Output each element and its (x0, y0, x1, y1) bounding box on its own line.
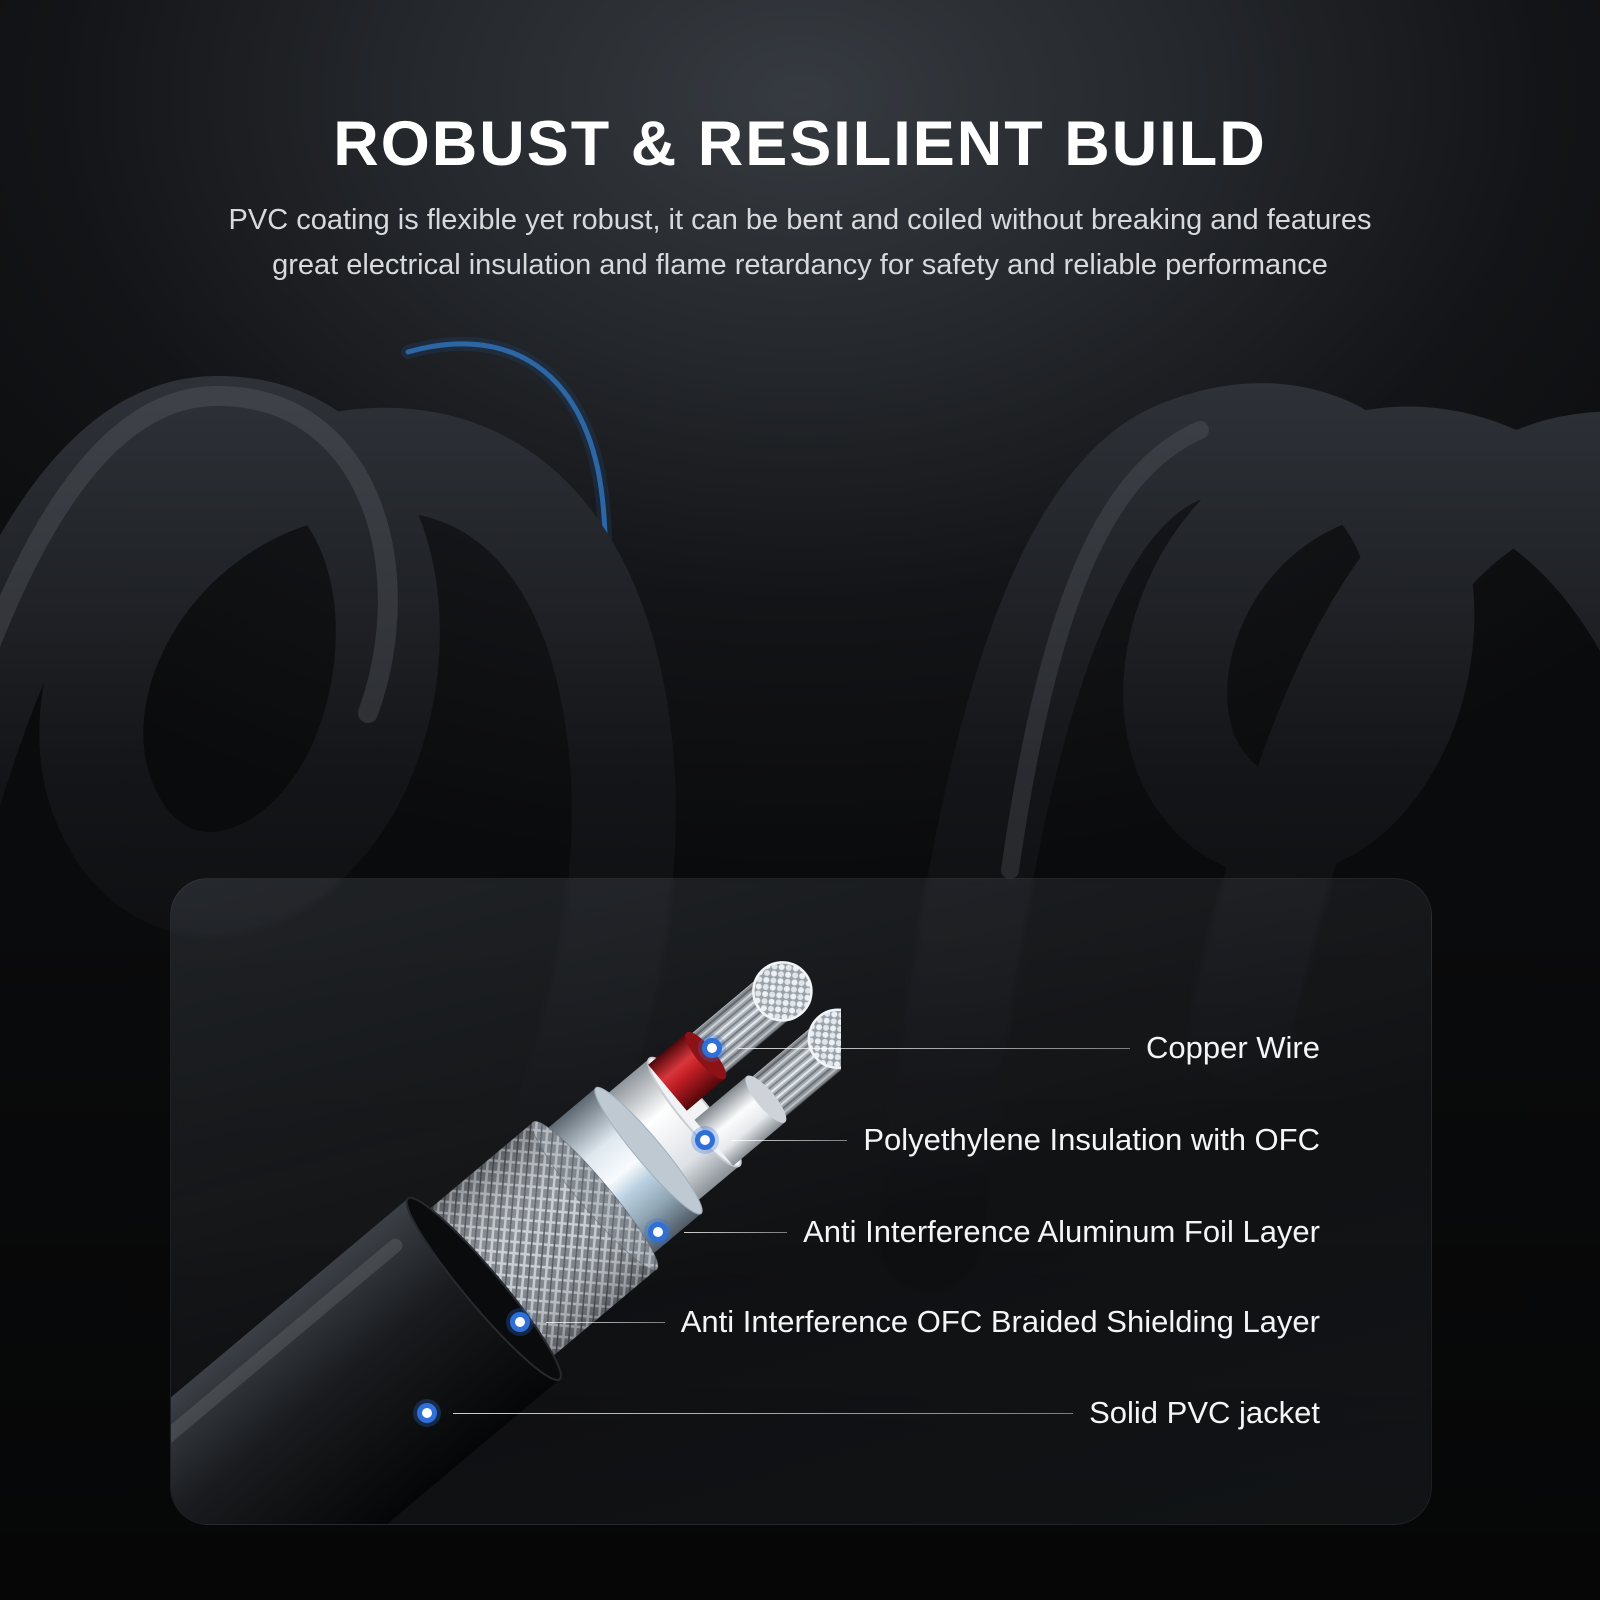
page-subtitle: PVC coating is flexible yet robust, it c… (0, 198, 1600, 288)
callout-aluminum-foil: Anti Interference Aluminum Foil Layer (648, 1214, 1320, 1249)
cable-cutaway-illustration (171, 961, 841, 1524)
layer-marker-dot-icon (417, 1403, 437, 1423)
layer-marker-dot-icon (702, 1038, 722, 1058)
callout-label: Anti Interference Aluminum Foil Layer (803, 1214, 1320, 1249)
callout-label: Anti Interference OFC Braided Shielding … (680, 1304, 1320, 1339)
page-title: ROBUST & RESILIENT BUILD (333, 109, 1267, 179)
callout-label: Copper Wire (1146, 1030, 1320, 1065)
info-panel (170, 878, 1432, 1525)
callout-pvc-jacket: Solid PVC jacket (417, 1395, 1320, 1430)
layer-marker-dot-icon (510, 1312, 530, 1332)
jacket-layer (171, 1196, 562, 1524)
cable-coil-far-right (1188, 411, 1600, 1082)
callout-line (731, 1139, 848, 1141)
callout-line (738, 1047, 1130, 1049)
callout-label: Polyethylene Insulation with OFC (863, 1122, 1320, 1157)
foil-layer (542, 1086, 703, 1259)
callout-braided-shielding: Anti Interference OFC Braided Shielding … (510, 1304, 1320, 1339)
cable-coil-left (0, 375, 676, 1232)
callout-line (684, 1231, 788, 1233)
subtitle-line-2: great electrical insulation and flame re… (272, 248, 1328, 281)
cable-coil-right (878, 383, 1600, 1292)
callout-polyethylene-insulation: Polyethylene Insulation with OFC (695, 1122, 1320, 1157)
layer-marker-dot-icon (695, 1130, 715, 1150)
layer-marker-dot-icon (648, 1222, 668, 1242)
braid-layer (422, 1121, 659, 1363)
callout-line (546, 1321, 665, 1323)
subtitle-line-1: PVC coating is flexible yet robust, it c… (228, 204, 1372, 236)
callout-label: Solid PVC jacket (1089, 1395, 1320, 1430)
callout-line (453, 1412, 1074, 1414)
callout-copper-wire: Copper Wire (702, 1030, 1320, 1065)
white-wire-sleeve (694, 1075, 787, 1166)
